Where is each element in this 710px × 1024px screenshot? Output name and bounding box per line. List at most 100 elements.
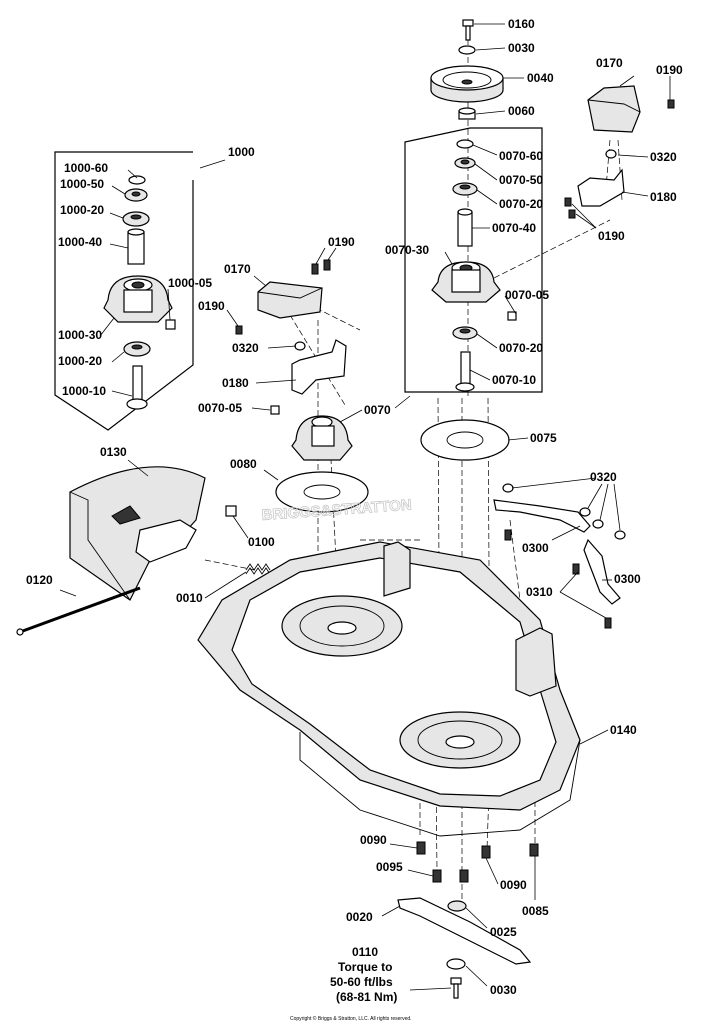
bearing-0070-20-bot xyxy=(452,326,478,340)
bolts-0090 xyxy=(416,841,491,859)
spacer-1000-40 xyxy=(127,228,145,265)
label-0070-05-right: 0070-05 xyxy=(505,288,549,302)
bearing-1000-50 xyxy=(124,188,148,202)
label-0190-right2: 0190 xyxy=(598,229,625,243)
label-1000-30: 1000-30 xyxy=(58,328,102,342)
pulley-0040 xyxy=(430,65,504,103)
label-0190-right: 0190 xyxy=(656,63,683,77)
nut-0320-mid xyxy=(294,341,306,351)
spacer-plate-0075 xyxy=(420,419,510,461)
spindle-housing-1000-30 xyxy=(103,275,173,323)
seal-1000-60 xyxy=(128,175,146,185)
bolt-0085 xyxy=(529,843,539,857)
label-0030-top: 0030 xyxy=(508,41,535,55)
label-1000-60: 1000-60 xyxy=(64,161,108,175)
spring-0010 xyxy=(245,563,271,575)
label-0070-20-top: 0070-20 xyxy=(499,197,543,211)
bearing-0070-20-top xyxy=(452,182,478,196)
label-1000: 1000 xyxy=(228,145,255,159)
label-0070: 0070 xyxy=(364,403,391,417)
label-0070-10: 0070-10 xyxy=(492,373,536,387)
grease-fitting-0070-05-right xyxy=(507,311,517,321)
spindle-housing-0070-30 xyxy=(431,261,501,303)
baffle-0300-a xyxy=(493,499,591,533)
bolt-0090-b xyxy=(459,869,469,883)
label-0100: 0100 xyxy=(248,535,275,549)
label-0300-b: 0300 xyxy=(614,572,641,586)
label-0180-mid: 0180 xyxy=(222,376,249,390)
torque-note-line-3: (68-81 Nm) xyxy=(336,990,397,1004)
bearing-1000-20-bot xyxy=(123,341,151,357)
bolt-0110 xyxy=(450,977,462,999)
label-0170-mid: 0170 xyxy=(224,262,251,276)
label-0080: 0080 xyxy=(230,457,257,471)
label-1000-20-top: 1000-20 xyxy=(60,203,104,217)
label-0140: 0140 xyxy=(610,723,637,737)
bearing-1000-20-top xyxy=(122,211,150,227)
spindle-shaft-0070-10 xyxy=(455,351,475,392)
label-0120: 0120 xyxy=(26,573,53,587)
label-0010: 0010 xyxy=(176,591,203,605)
label-0040: 0040 xyxy=(527,71,554,85)
copyright-text: Copyright © Briggs & Stratton, LLC. All … xyxy=(290,1015,412,1022)
nuts-0320-bot xyxy=(502,483,626,540)
label-1000-20-bot: 1000-20 xyxy=(58,354,102,368)
spacer-0100 xyxy=(225,505,237,517)
assembly-box-0070 xyxy=(404,127,543,393)
label-0095: 0095 xyxy=(376,860,403,874)
label-0060: 0060 xyxy=(508,104,535,118)
spindle-shaft-1000-10 xyxy=(126,365,148,410)
label-0075: 0075 xyxy=(530,431,557,445)
bolts-0310 xyxy=(504,529,612,629)
label-1000-10: 1000-10 xyxy=(62,384,106,398)
belt-cover-0170-mid xyxy=(257,281,323,319)
label-0110: 0110 xyxy=(352,945,378,959)
torque-note-line-2: 50-60 ft/lbs xyxy=(330,975,393,989)
part-labels: 0160 0030 0040 0170 0190 0060 1000 0070-… xyxy=(26,17,683,1022)
spacer-0070-40 xyxy=(457,208,473,247)
label-0070-05-left: 0070-05 xyxy=(198,401,242,415)
spindle-assembly-0070-mid xyxy=(291,415,353,461)
grease-fitting-1000-05 xyxy=(165,319,176,330)
label-0160: 0160 xyxy=(508,17,535,31)
label-0190-mid: 0190 xyxy=(328,235,355,249)
bolt-0095 xyxy=(432,869,442,883)
nut-0320-right xyxy=(605,149,617,159)
baffle-0300-b xyxy=(583,538,621,605)
bracket-0180-mid xyxy=(291,339,347,395)
label-0085: 0085 xyxy=(522,904,549,918)
label-1000-05: 1000-05 xyxy=(168,276,212,290)
seal-0070-60 xyxy=(456,139,474,149)
label-0070-60: 0070-60 xyxy=(499,149,543,163)
bolt-0190-left xyxy=(235,325,243,335)
label-0180-right: 0180 xyxy=(650,190,677,204)
blade-0020 xyxy=(397,897,532,965)
bearing-0070-50 xyxy=(454,157,476,169)
label-0090-a: 0090 xyxy=(360,833,387,847)
label-1000-50: 1000-50 xyxy=(60,177,104,191)
spacer-0060 xyxy=(458,107,476,120)
bolts-0190-right2 xyxy=(564,197,576,219)
bracket-0180-right xyxy=(577,168,625,207)
mower-deck-0140: BRIGGS&STRATTON xyxy=(197,496,581,837)
label-0320-right: 0320 xyxy=(650,150,677,164)
label-0070-30: 0070-30 xyxy=(385,243,429,257)
label-0310: 0310 xyxy=(526,585,553,599)
belt-cover-0170-right xyxy=(587,85,641,133)
label-0030-bot: 0030 xyxy=(490,983,517,997)
label-0025: 0025 xyxy=(490,925,517,939)
washer-0030-top xyxy=(458,45,476,55)
adapter-0025 xyxy=(447,900,467,912)
spacer-plate-0080 xyxy=(275,471,369,513)
label-0090-b: 0090 xyxy=(500,878,527,892)
grease-fitting-0070-05-left xyxy=(270,405,280,415)
label-0070-20-bot: 0070-20 xyxy=(499,341,543,355)
discharge-chute-0130 xyxy=(69,466,206,601)
rod-0120 xyxy=(16,586,141,636)
washer-0030-bot xyxy=(446,958,466,970)
label-0320-bot: 0320 xyxy=(590,470,617,484)
leader-lines xyxy=(59,23,671,991)
torque-note-line-1: Torque to xyxy=(338,960,392,974)
